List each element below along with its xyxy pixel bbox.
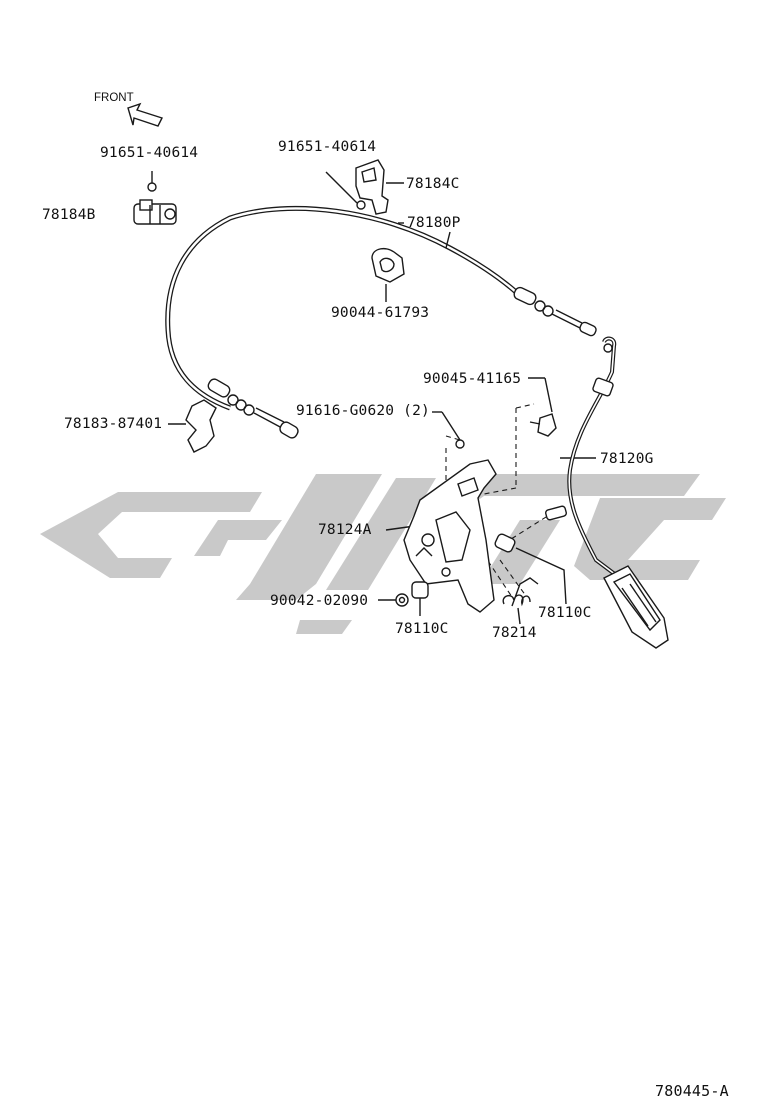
label-90042: 90042-02090 [270, 593, 369, 609]
watermark-logo [40, 474, 726, 634]
label-91616: 91616-G0620 (2) [296, 403, 430, 419]
front-arrow-icon [127, 102, 163, 127]
bracket-78124a [403, 459, 497, 613]
label-78110c-left: 78110C [395, 621, 449, 637]
label-78180p: 78180P [407, 215, 461, 231]
cable-end-pedal [513, 286, 597, 337]
label-90044: 90044-61793 [331, 305, 430, 321]
cable-end-engine [207, 378, 299, 439]
label-78183: 78183-87401 [64, 416, 163, 432]
label-91651-left: 91651-40614 [100, 145, 199, 161]
label-78184b: 78184B [42, 207, 96, 223]
label-78124a: 78124A [318, 522, 372, 538]
label-78184c: 78184C [406, 176, 460, 192]
pedal-pad [603, 565, 669, 649]
clamp-90044 [371, 247, 405, 302]
clip-78184b [133, 171, 177, 225]
spring-78214 [502, 577, 539, 625]
label-91651-right: 91651-40614 [278, 139, 377, 155]
bolt-91616 [455, 439, 465, 449]
bushing-78110c-left [411, 581, 429, 616]
bushing-78110c-right [494, 533, 567, 605]
pedal-arm-78120g [545, 336, 622, 580]
front-label: FRONT [94, 92, 134, 104]
label-78214: 78214 [492, 625, 537, 641]
clip-78183 [168, 399, 217, 453]
label-78110c-right: 78110C [538, 605, 592, 621]
nut-90042 [395, 593, 409, 607]
clip-78184c [325, 159, 404, 215]
label-90045: 90045-41165 [423, 371, 522, 387]
label-78120g: 78120G [600, 451, 654, 467]
stopper-90045 [529, 413, 557, 437]
diagram-code: 780445-A [655, 1082, 729, 1100]
